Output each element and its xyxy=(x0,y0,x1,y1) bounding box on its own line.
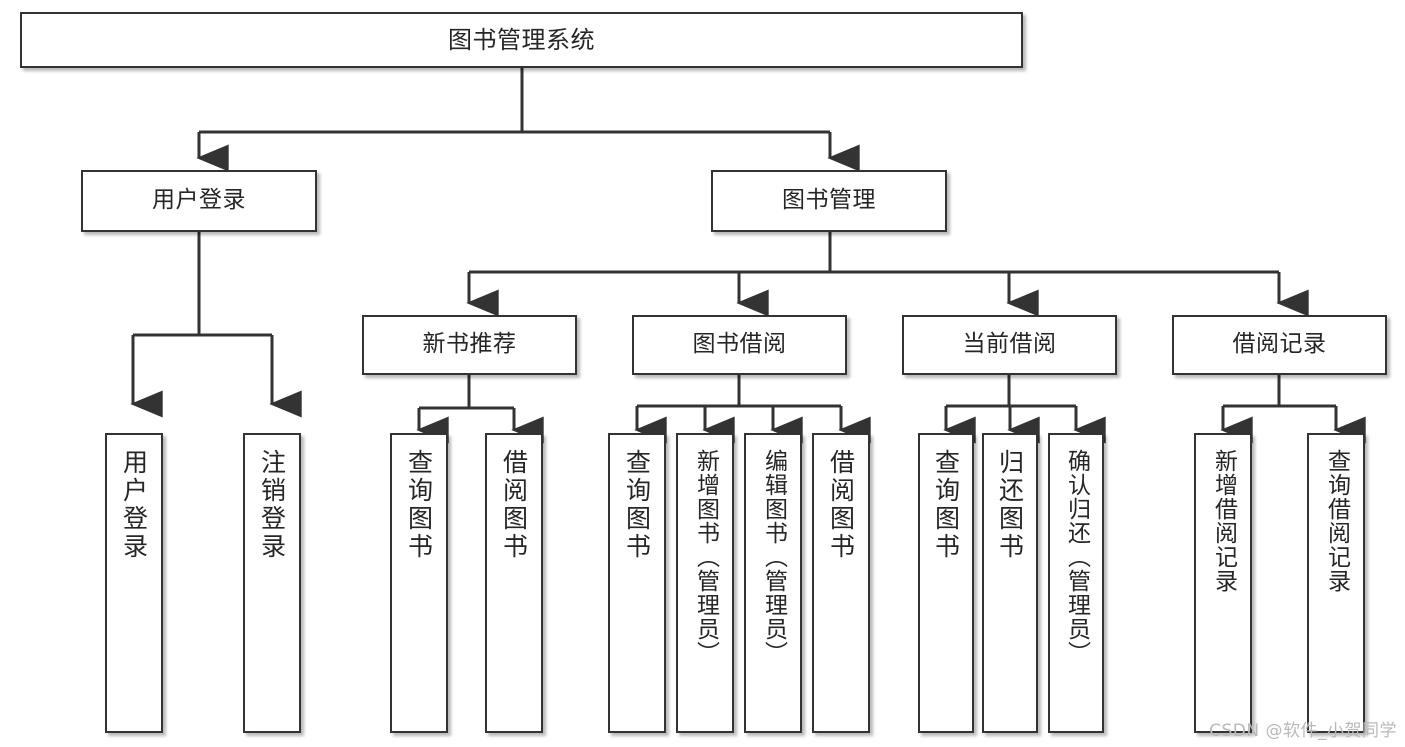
leaf-query-book[interactable]: 查询图书 xyxy=(608,433,666,733)
node-label: 查询图书 xyxy=(622,449,652,561)
node-label: 查询图书 xyxy=(404,449,434,561)
leaf-borrow-book[interactable]: 借阅图书 xyxy=(812,433,870,733)
node-label: 新增图书（管理员） xyxy=(692,449,719,665)
leaf-query-book-recommend[interactable]: 查询图书 xyxy=(390,433,448,733)
node-book-management[interactable]: 图书管理 xyxy=(711,170,947,232)
node-label: 图书借阅 xyxy=(692,331,787,358)
node-label: 借阅记录 xyxy=(1232,331,1327,358)
node-label: 确认归还（管理员） xyxy=(1063,449,1090,665)
node-borrow-record[interactable]: 借阅记录 xyxy=(1172,315,1387,375)
node-label: 新增借阅记录 xyxy=(1210,449,1237,593)
node-root-system[interactable]: 图书管理系统 xyxy=(20,12,1023,68)
node-label: 图书管理系统 xyxy=(448,25,595,54)
node-label: 借阅图书 xyxy=(499,449,529,561)
node-label: 编辑图书（管理员） xyxy=(760,449,787,665)
node-label: 新书推荐 xyxy=(422,331,517,358)
node-label: 借阅图书 xyxy=(826,449,856,561)
node-label: 查询借阅记录 xyxy=(1323,449,1350,593)
node-new-book-recommend[interactable]: 新书推荐 xyxy=(362,315,577,375)
node-label: 图书管理 xyxy=(782,187,876,214)
watermark: CSDN @软件_小贺同学 xyxy=(1209,721,1397,741)
leaf-return-book[interactable]: 归还图书 xyxy=(982,433,1038,733)
leaf-query-borrow-record[interactable]: 查询借阅记录 xyxy=(1307,433,1365,733)
leaf-add-book-admin[interactable]: 新增图书（管理员） xyxy=(676,433,734,733)
leaf-add-borrow-record[interactable]: 新增借阅记录 xyxy=(1194,433,1252,733)
node-book-borrow[interactable]: 图书借阅 xyxy=(632,315,847,375)
node-label: 当前借阅 xyxy=(962,331,1057,358)
leaf-query-book-current[interactable]: 查询图书 xyxy=(918,433,974,733)
leaf-user-login[interactable]: 用户登录 xyxy=(105,433,163,733)
leaf-confirm-return-admin[interactable]: 确认归还（管理员） xyxy=(1048,433,1104,733)
node-current-borrow[interactable]: 当前借阅 xyxy=(902,315,1117,375)
leaf-logout[interactable]: 注销登录 xyxy=(243,433,301,733)
node-label: 归还图书 xyxy=(995,449,1025,561)
node-label: 查询图书 xyxy=(931,449,961,561)
leaf-borrow-book-recommend[interactable]: 借阅图书 xyxy=(485,433,543,733)
leaf-edit-book-admin[interactable]: 编辑图书（管理员） xyxy=(744,433,802,733)
node-user-login[interactable]: 用户登录 xyxy=(81,170,317,232)
node-label: 用户登录 xyxy=(152,187,246,214)
node-label: 用户登录 xyxy=(119,449,149,561)
node-label: 注销登录 xyxy=(257,449,287,561)
